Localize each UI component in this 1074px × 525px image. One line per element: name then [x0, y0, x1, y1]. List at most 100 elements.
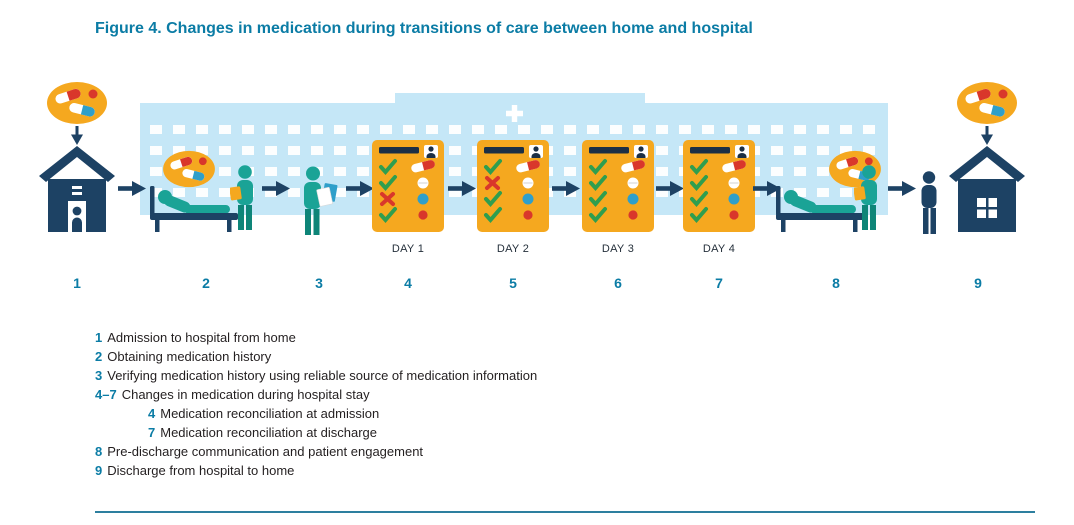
check-icon: [484, 207, 502, 224]
legend-text: Admission to hospital from home: [107, 330, 296, 345]
step-9-patient: [916, 171, 944, 240]
arrow-down-icon: [71, 126, 83, 145]
pill-icon: [418, 210, 428, 220]
legend-row: 4 Medication reconciliation at admission: [148, 404, 537, 423]
legend-row: 7 Medication reconciliation at discharge: [148, 423, 537, 442]
arrow-right-icon: [262, 181, 290, 196]
hospital-tower: [395, 93, 645, 107]
arrow-right-icon: [552, 181, 580, 196]
arrow-right-icon: [888, 181, 916, 196]
legend-row: 1 Admission to hospital from home: [95, 328, 537, 347]
legend-number: 4–7: [95, 387, 117, 402]
step-number: 8: [832, 275, 840, 291]
check-icon: [690, 207, 708, 224]
step-number: 6: [614, 275, 622, 291]
arrow-right-icon: [656, 181, 684, 196]
capsule-icon: [965, 88, 991, 104]
pill-icon: [729, 210, 739, 220]
medication-bubble-icon: [47, 82, 107, 124]
capsule-icon: [182, 169, 205, 181]
pill-icon: [864, 157, 873, 166]
legend-number: 1: [95, 330, 103, 345]
arrow-right-icon: [448, 181, 476, 196]
check-icon: [690, 175, 708, 192]
legend-text: Changes in medication during hospital st…: [121, 387, 370, 402]
pill-icon: [728, 193, 740, 205]
check-icon: [589, 207, 607, 224]
step-8-predischarge: [776, 150, 888, 232]
check-icon: [379, 159, 397, 176]
capsule-icon: [621, 160, 645, 173]
medication-chart-day-1: [372, 140, 444, 232]
person-icon: [638, 146, 644, 152]
house-icon: [39, 146, 115, 232]
pill-icon: [628, 210, 638, 220]
check-icon: [690, 159, 708, 176]
capsule-icon: [722, 160, 746, 173]
check-icon: [589, 159, 607, 176]
check-icon: [690, 191, 708, 208]
legend-text: Discharge from hospital to home: [107, 463, 295, 478]
pill-icon: [198, 157, 207, 166]
legend-number: 9: [95, 463, 103, 478]
day-label: DAY 2: [496, 243, 530, 255]
arrow-right-icon: [753, 181, 781, 196]
divider-rule: [95, 511, 1035, 513]
patient-bed-icon: [776, 186, 864, 232]
capsule-icon: [411, 160, 435, 173]
pill-icon: [417, 193, 429, 205]
step-number: 3: [315, 275, 323, 291]
check-icon: [379, 175, 397, 192]
x-icon: [485, 176, 500, 190]
legend-number: 7: [148, 425, 156, 440]
check-icon: [484, 159, 502, 176]
person-icon: [739, 146, 745, 152]
capsule-icon: [516, 160, 540, 173]
folder-icon: [854, 186, 866, 201]
legend-text: Medication reconciliation at admission: [160, 406, 380, 421]
check-icon: [379, 207, 397, 224]
step-number: 5: [509, 275, 517, 291]
pill-icon: [998, 89, 1008, 99]
step-number: 2: [202, 275, 210, 291]
clinician-icon: [230, 165, 253, 230]
legend-number: 3: [95, 368, 103, 383]
pill-icon: [88, 89, 98, 99]
medication-bubble-icon: [163, 150, 215, 188]
legend-text: Medication reconciliation at discharge: [160, 425, 378, 440]
step-number: 7: [715, 275, 723, 291]
capsule-icon: [979, 103, 1005, 117]
pill-icon: [523, 210, 533, 220]
figure-title: Figure 4. Changes in medication during t…: [95, 20, 753, 37]
x-icon: [380, 192, 395, 206]
care-transition-diagram: DAY 1 DAY 2: [0, 55, 1074, 310]
check-icon: [589, 175, 607, 192]
step-number: 4: [404, 275, 412, 291]
medication-bubble-icon: [957, 82, 1017, 124]
pill-icon: [627, 193, 639, 205]
step-1-home: [38, 81, 116, 232]
arrow-right-icon: [346, 181, 374, 196]
document-icon: [316, 187, 333, 207]
capsule-icon: [170, 156, 193, 170]
patient-bed-icon: [150, 186, 238, 232]
person-icon: [921, 171, 937, 234]
legend-number: 4: [148, 406, 156, 421]
step-number: 1: [73, 275, 81, 291]
check-icon: [589, 191, 607, 208]
person-icon: [72, 206, 82, 216]
capsule-icon: [55, 88, 81, 104]
step-3-verification: [296, 166, 342, 243]
step-number: 9: [974, 275, 982, 291]
medication-chart-day-3: [582, 140, 654, 232]
clinician-documents-icon: [304, 166, 338, 235]
legend-text: Obtaining medication history: [107, 349, 272, 364]
person-icon: [533, 146, 539, 152]
legend-row: 9 Discharge from hospital to home: [95, 461, 537, 480]
day-label: DAY 1: [391, 243, 425, 255]
person-icon: [428, 146, 434, 152]
